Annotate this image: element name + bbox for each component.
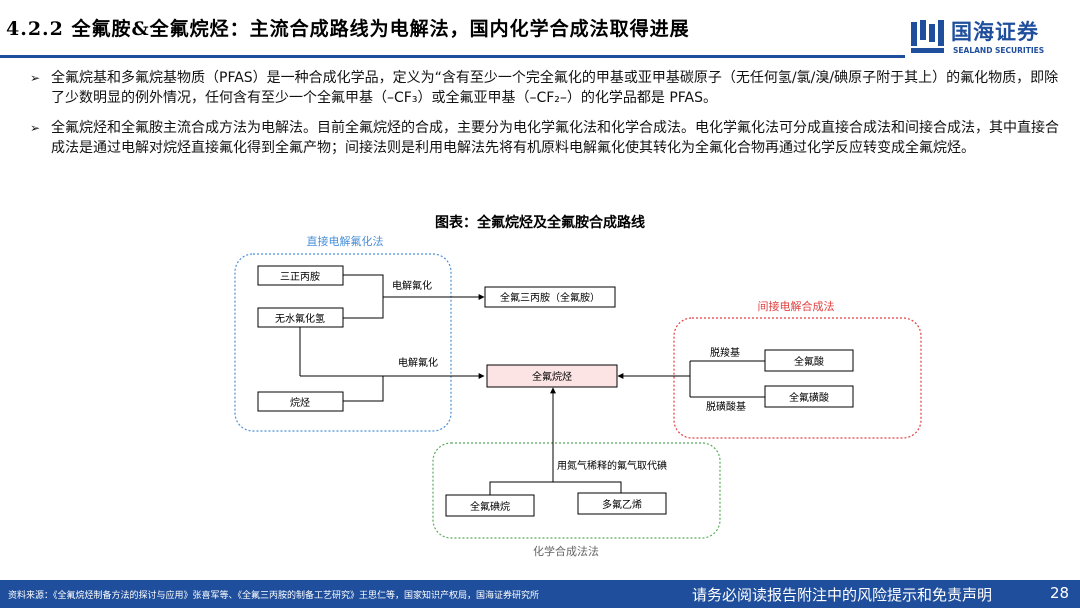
page-title: 4.2.2 全氟胺&全氟烷烃：主流合成路线为电解法，国内化学合成法取得进展 <box>6 18 690 40</box>
svg-text:全氟酸: 全氟酸 <box>794 355 824 368</box>
node-perfluoroalkane: 全氟烷烃 <box>486 364 618 388</box>
svg-text:烷烃: 烷烃 <box>290 396 310 409</box>
footer-disclaimer: 请务必阅读报告附注中的风险提示和免责声明 <box>692 586 993 604</box>
node-perfluoro-tripropylamine: 全氟三丙胺（全氟胺） <box>484 286 616 308</box>
bullet-list: ➢ 全氟烷基和多氟烷基物质（PFAS）是一种合成化学品，定义为“含有至少一个完全… <box>30 68 1065 168</box>
node-alkane: 烷烃 <box>257 391 344 412</box>
svg-text:无水氟化氢: 无水氟化氢 <box>275 312 325 325</box>
svg-text:全氟三丙胺（全氟胺）: 全氟三丙胺（全氟胺） <box>500 291 600 304</box>
logo-name: 国海证券 <box>951 20 1039 44</box>
indirect-method-label: 间接电解合成法 <box>758 299 835 313</box>
node-tripropylamine: 三正丙胺 <box>257 265 344 286</box>
bullet-text: 全氟烷烃和全氟胺主流合成方法为电解法。目前全氟烷烃的合成，主要分为电化学氟化法和… <box>51 120 1059 156</box>
node-perfluoro-iodoalkane: 全氟碘烷 <box>445 494 535 517</box>
figure-title: 图表：全氟烷烃及全氟胺合成路线 <box>435 215 645 231</box>
direct-method-label: 直接电解氟化法 <box>307 234 384 248</box>
logo-english-name: SEALAND SECURITIES <box>953 46 1045 55</box>
title-divider <box>0 55 905 58</box>
svg-text:多氟乙烯: 多氟乙烯 <box>602 498 642 511</box>
node-perfluoro-acid: 全氟酸 <box>764 349 854 372</box>
node-perfluoro-sulfonic-acid: 全氟磺酸 <box>764 385 854 408</box>
footer-bar: 资料来源：《全氟烷烃制备方法的探讨与应用》张喜军等、《全氟三丙胺的制备工艺研究》… <box>0 580 1080 608</box>
svg-text:全氟烷烃: 全氟烷烃 <box>532 370 572 383</box>
node-anhydrous-hf: 无水氟化氢 <box>257 307 344 328</box>
chemical-method-group <box>432 442 721 539</box>
svg-text:三正丙胺: 三正丙胺 <box>280 270 320 283</box>
svg-text:全氟磺酸: 全氟磺酸 <box>789 391 829 404</box>
edge-label-electro-fluorination-2: 电解氟化 <box>398 356 438 369</box>
indirect-method-group <box>673 317 922 439</box>
bullet-arrow-icon: ➢ <box>30 71 41 85</box>
bullet-arrow-icon: ➢ <box>30 121 41 135</box>
svg-text:全氟碘烷: 全氟碘烷 <box>470 500 510 513</box>
direct-method-group <box>234 253 452 432</box>
bullet-pfas-definition: ➢ 全氟烷基和多氟烷基物质（PFAS）是一种合成化学品，定义为“含有至少一个完全… <box>30 68 1065 108</box>
chemical-connectors <box>489 387 622 495</box>
edge-label-iodine-replacement: 用氮气稀释的氟气取代碘 <box>557 459 667 472</box>
edge-label-desulfonation: 脱磺酸基 <box>706 400 746 413</box>
logo-mark-icon <box>911 20 944 53</box>
indirect-connectors <box>617 360 765 398</box>
node-polyfluoroethylene: 多氟乙烯 <box>577 492 667 515</box>
bullet-synthesis-methods: ➢ 全氟烷烃和全氟胺主流合成方法为电解法。目前全氟烷烃的合成，主要分为电化学氟化… <box>30 118 1065 158</box>
edge-label-electro-fluorination-1: 电解氟化 <box>392 279 432 292</box>
company-logo: 国海证券 SEALAND SECURITIES <box>905 16 1075 60</box>
bullet-text: 全氟烷基和多氟烷基物质（PFAS）是一种合成化学品，定义为“含有至少一个完全氟化… <box>51 70 1059 106</box>
page-number: 28 <box>1050 584 1070 602</box>
chemical-method-label: 化学合成法法 <box>533 544 599 558</box>
edge-label-decarboxylation: 脱羧基 <box>710 346 740 359</box>
direct-connectors <box>299 274 485 402</box>
footer-source: 资料来源：《全氟烷烃制备方法的探讨与应用》张喜军等、《全氟三丙胺的制备工艺研究》… <box>8 591 540 601</box>
